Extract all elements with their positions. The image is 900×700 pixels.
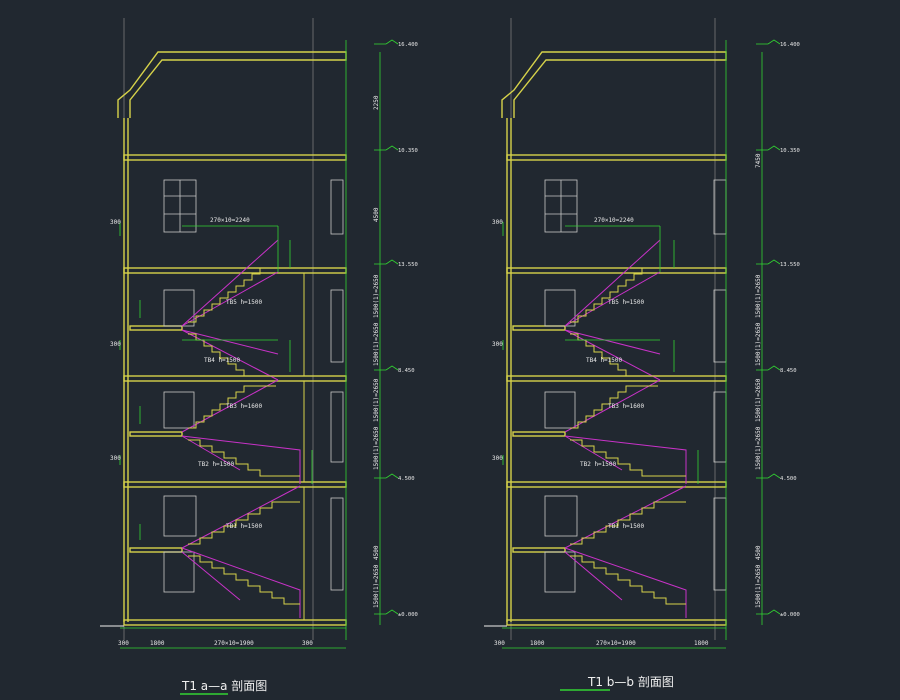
level-label: 8.450 <box>398 368 415 374</box>
bottom-dimension: 1800 <box>694 640 709 647</box>
right-dimension: 1500(1)=2650 <box>755 274 762 318</box>
level-label: 4.500 <box>780 476 797 482</box>
bottom-dimension: 270×10=1900 <box>596 640 636 647</box>
section-title: T1 a—a 剖面图 <box>181 679 267 693</box>
right-dimension: 1500(1)=2650 <box>755 426 762 470</box>
stair-label: TB4 h=1500 <box>204 357 241 364</box>
left-dimension: 300 <box>492 455 503 462</box>
right-dimension: 1500(1)=2650 <box>373 378 380 422</box>
bottom-dimension: 1800 <box>530 640 545 647</box>
top-dimension: 270×10=2240 <box>210 217 250 224</box>
left-dimension: 300 <box>110 455 121 462</box>
right-dimension: 7450 <box>755 153 762 168</box>
stair-flights <box>564 239 687 618</box>
level-label: 10.350 <box>398 148 418 154</box>
right-dimension: 1500(1)=2650 <box>373 564 380 608</box>
stair-label: TB3 h=1600 <box>608 403 645 410</box>
section-title: T1 b—b 剖面图 <box>587 675 674 689</box>
bottom-dimension: 300 <box>494 640 505 647</box>
right-dimension: 1500(1)=2650 <box>373 426 380 470</box>
level-label: 13.550 <box>780 262 800 268</box>
stair-label: TB4 h=1500 <box>586 357 623 364</box>
level-label: ±0.000 <box>780 612 800 618</box>
bottom-dimension: 300 <box>118 640 129 647</box>
right-dimension: 2250 <box>373 95 380 110</box>
stair-label: TB2 h=1500 <box>198 461 235 468</box>
level-label: 13.550 <box>398 262 418 268</box>
level-label: 4.500 <box>398 476 415 482</box>
left-dimension: 300 <box>110 341 121 348</box>
stair-label: TB5 h=1500 <box>608 299 645 306</box>
level-label: ±0.000 <box>398 612 418 618</box>
right-dimension: 4500 <box>373 545 380 560</box>
stair-label: TB1 h=1500 <box>608 523 645 530</box>
level-markers <box>767 39 781 615</box>
left-dimension: 300 <box>492 341 503 348</box>
bottom-dimension: 300 <box>302 640 313 647</box>
bottom-dimension: 1800 <box>150 640 165 647</box>
level-markers <box>385 39 399 615</box>
section-a-drawing <box>100 18 399 649</box>
stair-label: TB1 h=1500 <box>226 523 263 530</box>
stair-label: TB5 h=1500 <box>226 299 263 306</box>
right-dimension: 1500(1)=2650 <box>755 322 762 366</box>
stair-label: TB3 h=1600 <box>226 403 263 410</box>
top-dimension: 270×10=2240 <box>594 217 634 224</box>
stair-treads <box>570 267 686 605</box>
section-b-drawing <box>484 18 781 649</box>
stair-label: TB2 h=1500 <box>580 461 617 468</box>
left-dimension: 300 <box>110 219 121 226</box>
right-dimension: 4500 <box>373 207 380 222</box>
right-dimension: 1500(1)=2650 <box>373 274 380 318</box>
bottom-dimension: 270×10=1900 <box>214 640 254 647</box>
level-label: 16.400 <box>780 42 800 48</box>
right-dimension: 4500 <box>755 545 762 560</box>
dimension-lines <box>502 40 768 649</box>
dimension-lines <box>119 40 386 649</box>
right-dimension: 1500(1)=2650 <box>755 564 762 608</box>
level-label: 10.350 <box>780 148 800 154</box>
left-dimension: 300 <box>492 219 503 226</box>
right-dimension: 1500(1)=2650 <box>373 322 380 366</box>
level-label: 16.400 <box>398 42 418 48</box>
level-label: 8.450 <box>780 368 797 374</box>
windows <box>163 179 344 593</box>
right-dimension: 1500(1)=2650 <box>755 378 762 422</box>
